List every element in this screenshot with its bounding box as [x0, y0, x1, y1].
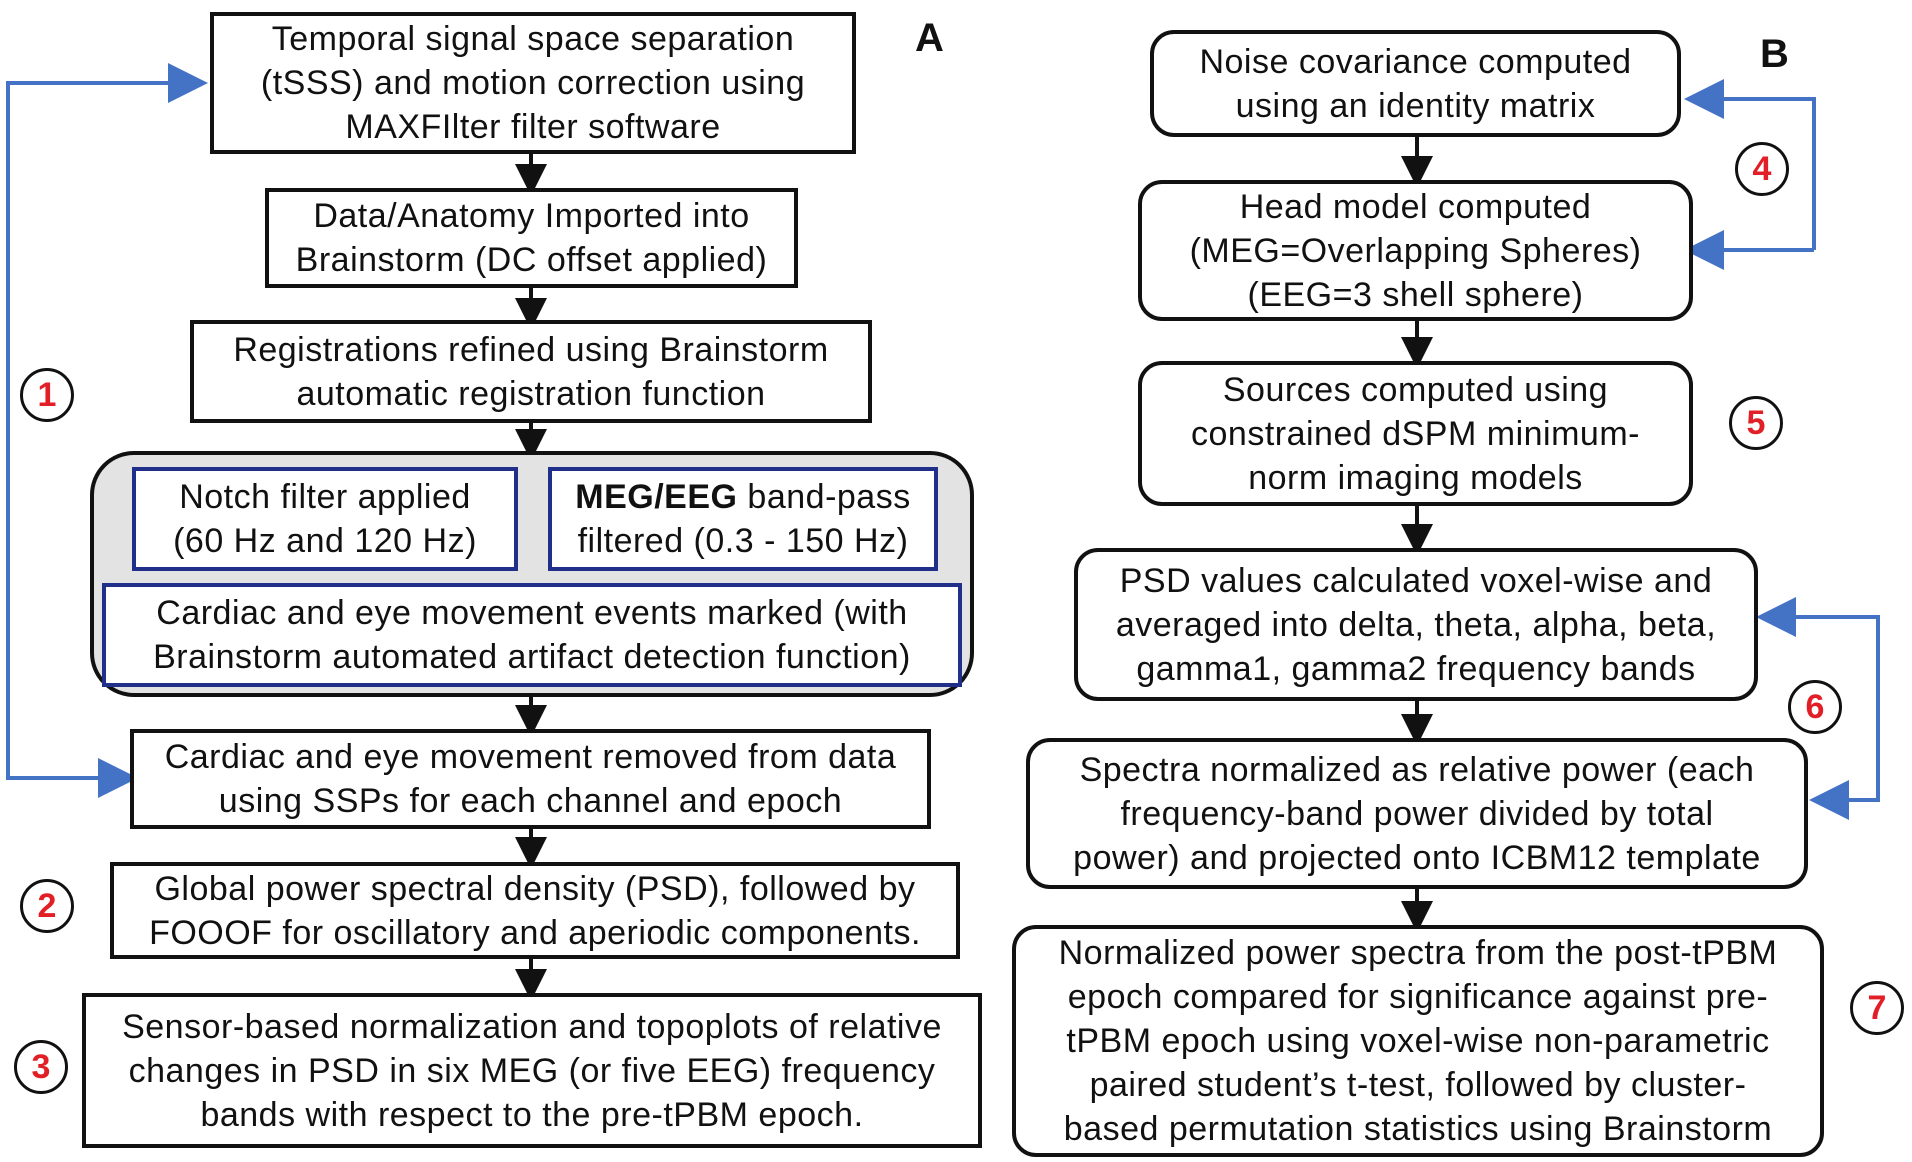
feedback-arrow-4-top: [1684, 79, 1816, 250]
marker-2: 2: [20, 879, 74, 933]
marker-3: 3: [14, 1040, 68, 1094]
step-a-tsss: Temporal signal space separation (tSSS) …: [210, 12, 856, 154]
feedback-arrow-6-top: [1756, 597, 1880, 802]
step-b-sources: Sources computed using constrained dSPM …: [1138, 361, 1693, 506]
step-b-head-model: Head model computed (MEG=Overlapping Sph…: [1138, 180, 1693, 321]
feedback-arrow-1-top: [6, 63, 208, 780]
step-a-psd: Global power spectral density (PSD), fol…: [110, 862, 960, 959]
step-a-topoplots: Sensor-based normalization and topoplots…: [82, 993, 982, 1148]
artifact-detection-box: Cardiac and eye movement events marked (…: [102, 583, 962, 687]
marker-6: 6: [1788, 680, 1842, 734]
preprocessing-group: Notch filter applied (60 Hz and 120 Hz) …: [90, 451, 974, 697]
marker-7: 7: [1850, 981, 1904, 1035]
notch-filter-box: Notch filter applied (60 Hz and 120 Hz): [132, 467, 518, 571]
bandpass-bold-label: MEG/EEG: [575, 478, 738, 516]
step-a-import: Data/Anatomy Imported into Brainstorm (D…: [265, 188, 798, 288]
marker-1: 1: [20, 368, 74, 422]
bandpass-label: band-pass filtered (0.3 - 150 Hz): [577, 478, 911, 560]
panel-a-label: A: [915, 16, 944, 60]
step-b-psd-voxel: PSD values calculated voxel-wise and ave…: [1074, 548, 1758, 701]
marker-4: 4: [1735, 142, 1789, 196]
bandpass-filter-box: MEG/EEG band-pass filtered (0.3 - 150 Hz…: [548, 467, 938, 571]
step-a-ssp: Cardiac and eye movement removed from da…: [130, 729, 931, 829]
step-b-noise-covariance: Noise covariance computed using an ident…: [1150, 30, 1681, 137]
step-b-statistics: Normalized power spectra from the post-t…: [1012, 925, 1824, 1157]
step-a-registration: Registrations refined using Brainstorm a…: [190, 320, 872, 423]
panel-b-label: B: [1760, 32, 1789, 76]
marker-5: 5: [1729, 396, 1783, 450]
step-b-spectra-normalized: Spectra normalized as relative power (ea…: [1026, 738, 1808, 889]
